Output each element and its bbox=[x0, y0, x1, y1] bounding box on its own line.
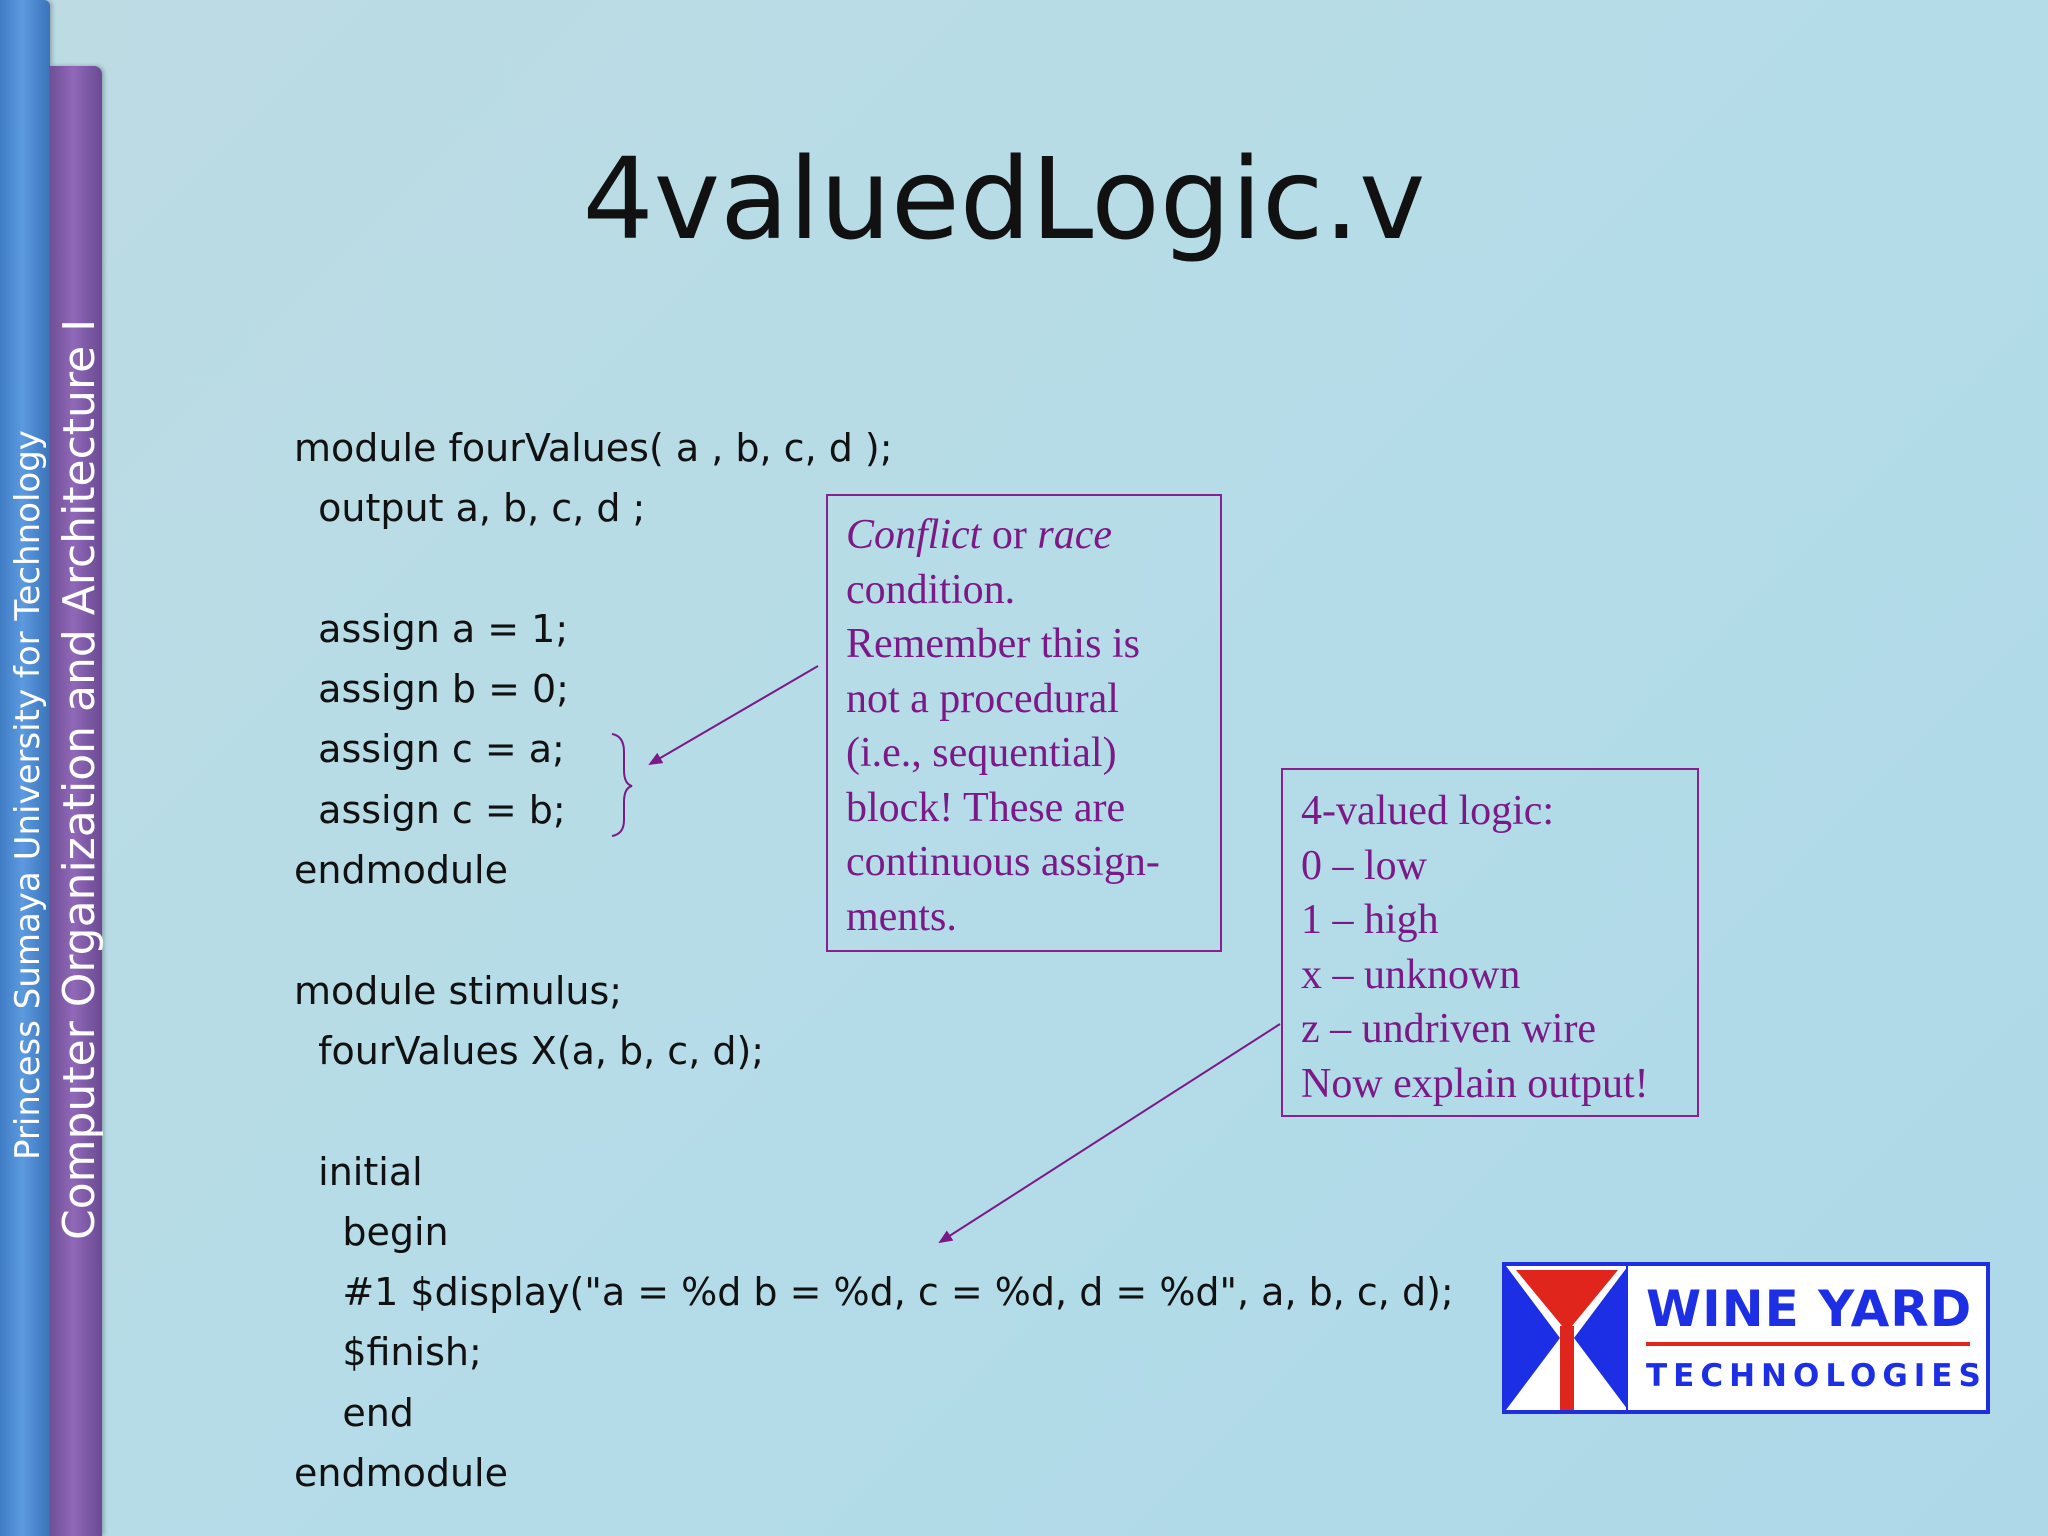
note-line: 4-valued logic: bbox=[1301, 788, 1555, 834]
note-line: Remember this is bbox=[846, 621, 1140, 667]
sidebar-bar-university bbox=[0, 0, 50, 1536]
four-valued-logic-note: 4-valued logic: 0 – low 1 – high x – unk… bbox=[1281, 768, 1699, 1117]
code-line: $finish; bbox=[294, 1330, 482, 1375]
code-line: output a, b, c, d ; bbox=[294, 486, 646, 531]
note-line: Now explain output! bbox=[1301, 1060, 1649, 1107]
code-line: end bbox=[294, 1390, 414, 1435]
code-line: assign c = b; bbox=[294, 787, 566, 832]
sidebar-bar-course bbox=[50, 66, 102, 1536]
logo-emblem-icon bbox=[1506, 1266, 1628, 1410]
note-line: (i.e., sequential) bbox=[846, 730, 1117, 776]
code-line: begin bbox=[294, 1209, 449, 1254]
note-line: 0 – low bbox=[1301, 842, 1427, 889]
note-line: Conflict or race bbox=[846, 508, 1202, 563]
code-line: initial bbox=[294, 1149, 423, 1194]
note-line: x – unknown bbox=[1301, 951, 1521, 998]
logo-subtitle: TECHNOLOGIES bbox=[1646, 1358, 1987, 1394]
note-italic-race: race bbox=[1037, 512, 1112, 558]
wine-yard-logo: WINE YARD TECHNOLOGIES bbox=[1502, 1262, 1990, 1414]
code-line: module stimulus; bbox=[294, 968, 623, 1013]
race-condition-note: Conflict or race condition. Remember thi… bbox=[826, 494, 1222, 952]
code-line: assign b = 0; bbox=[294, 667, 569, 712]
code-line: assign a = 1; bbox=[294, 606, 569, 651]
note-line: not a procedural bbox=[846, 675, 1119, 722]
note-line: z – undriven wire bbox=[1301, 1006, 1597, 1052]
note-line: continuous assign- bbox=[846, 839, 1160, 885]
logo-divider bbox=[1646, 1342, 1970, 1346]
code-line: endmodule bbox=[294, 1451, 508, 1496]
code-line: endmodule bbox=[294, 848, 508, 893]
slide-title-wrapper: 4valuedLogic.v bbox=[0, 135, 2048, 265]
note-line: ments. bbox=[846, 893, 957, 940]
note-line: condition. bbox=[846, 566, 1016, 613]
note-line: block! These are bbox=[846, 784, 1126, 831]
display-arrow-icon bbox=[938, 1023, 1281, 1244]
note-italic-conflict: Conflict bbox=[846, 512, 982, 558]
code-block: module fourValues( a , b, c, d ); output… bbox=[294, 418, 1454, 1503]
code-line: fourValues X(a, b, c, d); bbox=[294, 1028, 765, 1073]
note-line: 1 – high bbox=[1301, 897, 1439, 943]
code-line: #1 $display("a = %d b = %d, c = %d, d = … bbox=[294, 1270, 1454, 1315]
code-line: assign c = a; bbox=[294, 727, 565, 772]
brace-icon bbox=[611, 733, 633, 837]
note-or: or bbox=[981, 512, 1038, 558]
code-line: module fourValues( a , b, c, d ); bbox=[294, 426, 893, 470]
slide-title: 4valuedLogic.v bbox=[582, 135, 1426, 265]
race-arrow-icon bbox=[648, 665, 819, 766]
logo-name: WINE YARD bbox=[1646, 1280, 1973, 1338]
